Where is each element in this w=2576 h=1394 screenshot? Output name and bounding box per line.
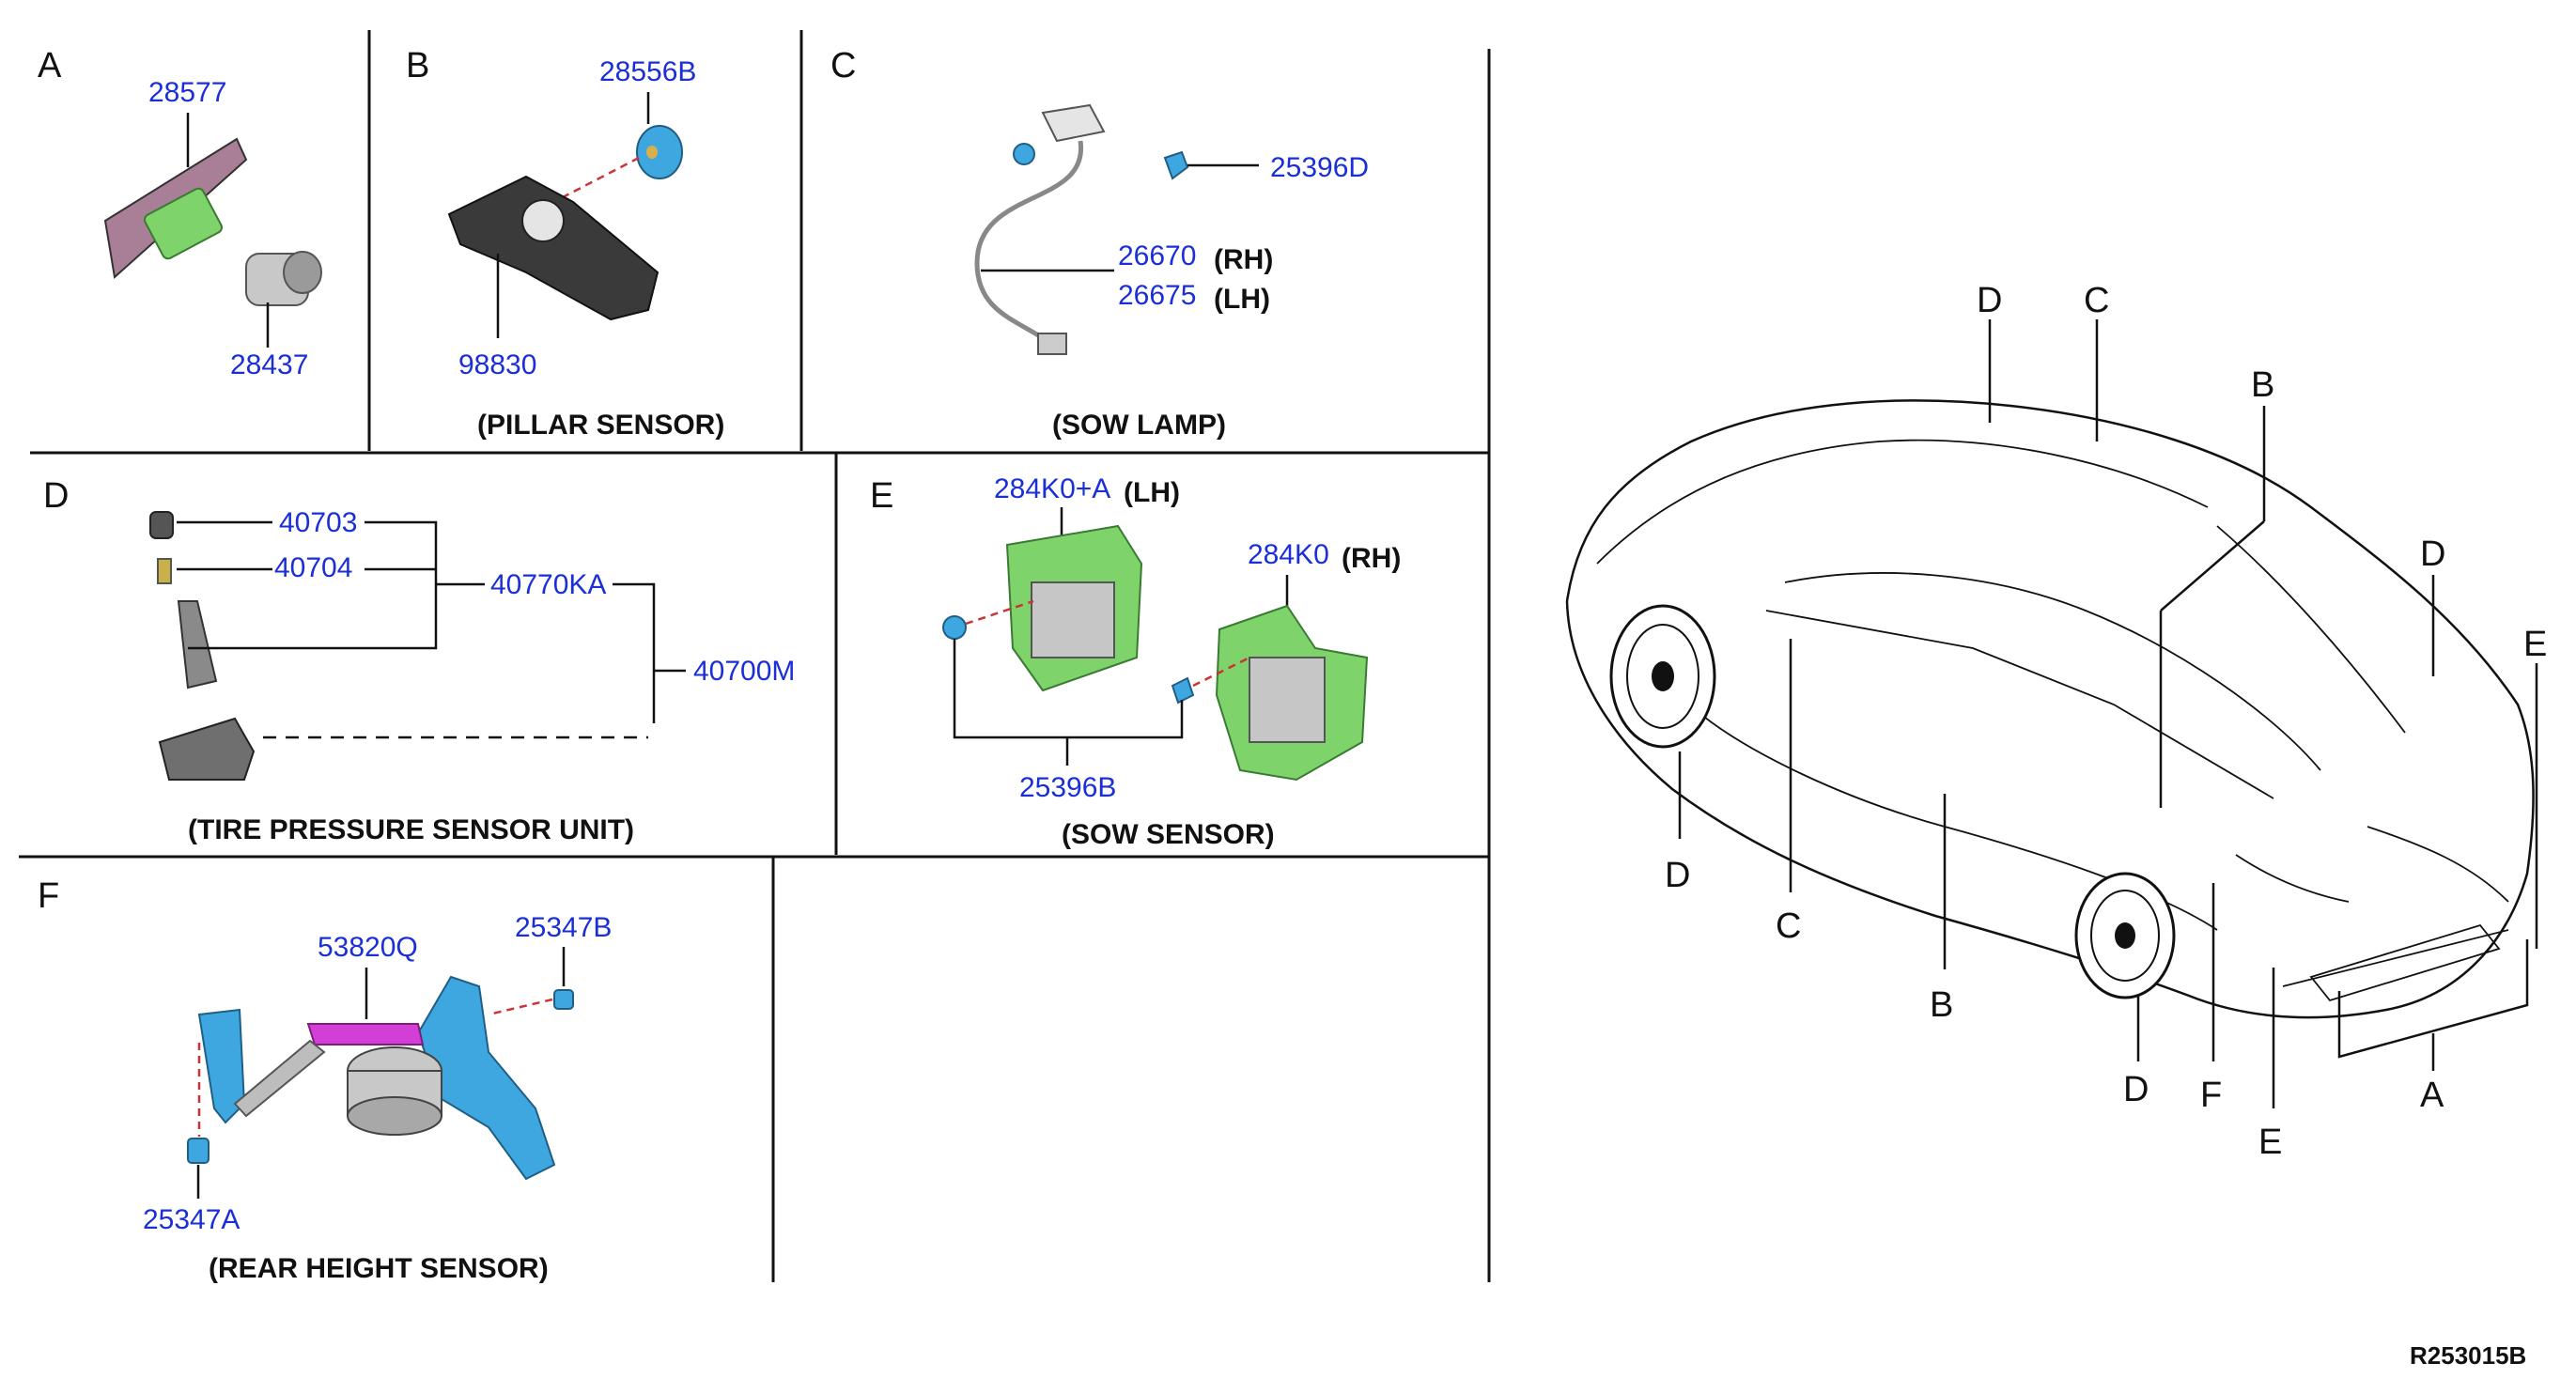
tire-pressure-caption: (TIRE PRESSURE SENSOR UNIT) [188,814,634,845]
sow-sensor-caption: (SOW SENSOR) [1062,819,1275,850]
clip-25396d-icon [1163,150,1189,180]
tpms-sensor-icon [158,717,256,781]
part-28437: 28437 [230,349,308,380]
green-module-icon [144,187,223,260]
callout-c-left: C [1776,906,1801,946]
front-wheel-icon [1609,604,1716,749]
link-rod-icon [233,1039,326,1118]
part-40770ka: 40770KA [490,569,606,600]
section-e-letter: E [870,476,893,516]
pillar-sensor-icon [447,175,660,321]
parking-sensor-icon [245,251,322,306]
valve-cap-icon [149,511,174,539]
section-f-letter: F [38,876,59,916]
rear-height-caption: (REAR HEIGHT SENSOR) [209,1253,549,1284]
callout-d-bottom: D [2123,1070,2149,1109]
part-284k0: 284K0 [1248,539,1329,570]
callout-c-top: C [2084,281,2109,320]
callout-d-left: D [1665,856,1690,895]
rear-wheel-icon [2074,872,2176,999]
side-rh-26670: (RH) [1214,244,1273,275]
height-sensor-body-icon [347,1046,442,1136]
side-lh-284k0-a: (LH) [1124,477,1180,508]
callout-b-top: B [2251,365,2274,405]
part-25347b: 25347B [515,912,612,943]
lamp-connector-icon [1037,333,1067,355]
side-rh-284k0: (RH) [1342,543,1401,574]
part-26670: 26670 [1118,240,1196,271]
bolt-25347a-icon [187,1138,209,1164]
part-284k0-a: 284K0+A [994,473,1110,504]
valve-core-icon [157,558,172,584]
section-f: F 53820Q 25347B 25347A (REAR HEIGHT SENS… [38,876,612,1284]
callout-a-bottom: A [2420,1076,2444,1115]
part-28577: 28577 [148,77,226,108]
callout-e-right: E [2523,625,2547,664]
clip-lh-icon [942,615,967,640]
height-sensor-bracket-icon [197,975,556,1181]
lamp-wire-icon [974,140,1083,341]
part-53820q: 53820Q [318,932,418,963]
callout-e-bottom: E [2258,1123,2282,1162]
bolt-25347b-icon [553,989,574,1010]
part-25396d: 25396D [1270,152,1369,183]
side-lh-26675: (LH) [1214,284,1270,315]
part-25396b: 25396B [1019,772,1116,803]
pillar-sensor-caption: (PILLAR SENSOR) [477,410,724,441]
part-26675: 26675 [1118,280,1196,311]
section-b-letter: B [406,46,429,85]
section-d: D 40703 40704 40770KA 40700M (TIRE PRESS… [43,476,795,845]
section-d-letter: D [43,476,69,516]
grommet-icon [636,125,683,179]
part-25347a: 25347A [143,1204,240,1235]
sow-lamp-caption: (SOW LAMP) [1052,410,1226,441]
lamp-housing-icon [1013,103,1106,165]
section-e: E 284K0+A (LH) 284K0 (RH) 25396B (SOW SE… [870,473,1401,850]
sensor-lever-icon [306,1023,425,1046]
section-c-letter: C [830,46,856,85]
part-28556b: 28556B [599,56,696,87]
reference-code: R253015B [2410,1341,2526,1370]
sow-sensor-lh-icon [1005,524,1143,692]
grid-lines [19,30,1491,1282]
clip-rh-icon [1171,676,1195,705]
part-40704: 40704 [274,552,352,583]
section-c: C 25396D 26670 (RH) 26675 (LH) (SOW LAMP… [830,46,1369,441]
part-40703: 40703 [279,507,357,538]
part-98830: 98830 [458,349,536,380]
valve-stem-icon [177,600,218,689]
section-b: B 28556B 98830 (PILLAR SENSOR) [406,46,724,441]
callout-b-bottom: B [1930,985,1953,1025]
section-a: A 28577 28437 [38,46,322,380]
car-illustration: D C B D E D C B D F E A [1565,281,2547,1162]
sow-sensor-rh-icon [1215,604,1369,782]
callout-d-right: D [2420,534,2445,574]
section-a-letter: A [38,46,62,85]
callout-f-bottom: F [2200,1076,2222,1115]
callout-d-top: D [1977,281,2002,320]
part-40700m: 40700M [693,656,795,687]
